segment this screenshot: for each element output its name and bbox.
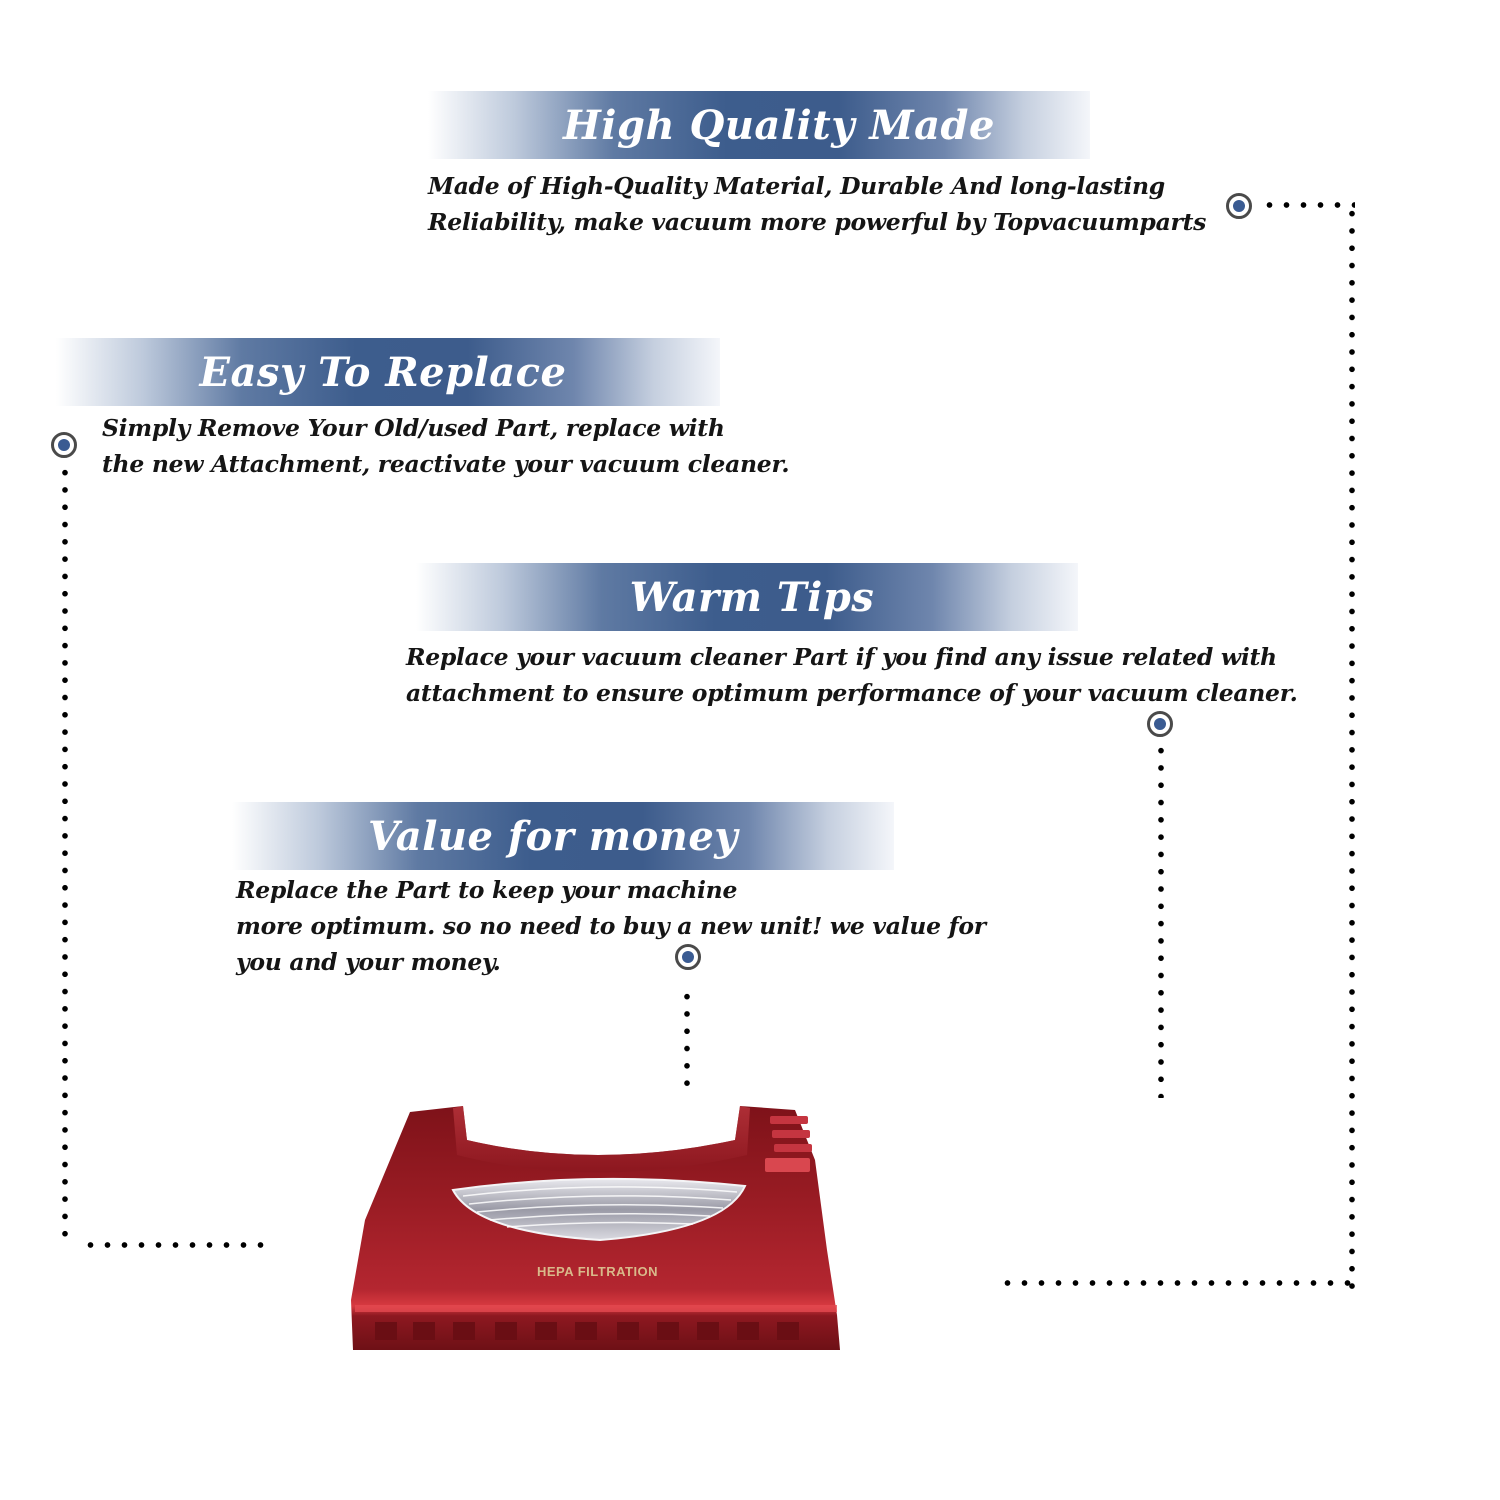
description-line: Simply Remove Your Old/used Part, replac…: [102, 414, 725, 442]
banner-warm-tips: Warm Tips: [416, 563, 1078, 631]
bullet-marker-icon: [1226, 193, 1252, 219]
dotted-connector: [1349, 205, 1355, 1290]
feature-description-easy-replace: Simply Remove Your Old/used Part, replac…: [102, 410, 790, 482]
banner-easy-to-replace: Easy To Replace: [56, 338, 720, 406]
bullet-marker-icon: [675, 944, 701, 970]
description-line: Made of High-Quality Material, Durable A…: [428, 172, 1165, 200]
banner-title: Easy To Replace: [199, 348, 567, 396]
bullet-marker-icon: [51, 432, 77, 458]
dotted-connector: [999, 1280, 1351, 1286]
product-image-vacuum-hood: HEPA FILTRATION: [345, 1100, 850, 1360]
feature-description-value: Replace the Part to keep your machine mo…: [236, 872, 986, 980]
dotted-connector: [82, 1242, 264, 1248]
dotted-connector: [684, 988, 690, 1092]
banner-value-for-money: Value for money: [232, 802, 894, 870]
banner-title: Warm Tips: [629, 573, 875, 621]
description-line: more optimum. so no need to buy a new un…: [236, 912, 986, 940]
description-line: attachment to ensure optimum performance…: [406, 679, 1298, 707]
bullet-marker-icon: [1147, 711, 1173, 737]
banner-title: Value for money: [367, 812, 739, 860]
description-line: Reliability, make vacuum more powerful b…: [428, 208, 1207, 236]
banner-high-quality-made: High Quality Made: [428, 91, 1090, 159]
description-line: the new Attachment, reactivate your vacu…: [102, 450, 790, 478]
dotted-connector: [1158, 742, 1164, 1098]
dotted-connector: [1261, 202, 1355, 208]
banner-title: High Quality Made: [563, 101, 995, 149]
description-line: Replace your vacuum cleaner Part if you …: [406, 643, 1277, 671]
feature-description-high-quality: Made of High-Quality Material, Durable A…: [428, 168, 1206, 240]
feature-description-warm-tips: Replace your vacuum cleaner Part if you …: [406, 639, 1298, 711]
dotted-connector: [62, 464, 68, 1246]
description-line: you and your money.: [236, 948, 501, 976]
description-line: Replace the Part to keep your machine: [236, 876, 738, 904]
product-label: HEPA FILTRATION: [536, 1264, 659, 1279]
